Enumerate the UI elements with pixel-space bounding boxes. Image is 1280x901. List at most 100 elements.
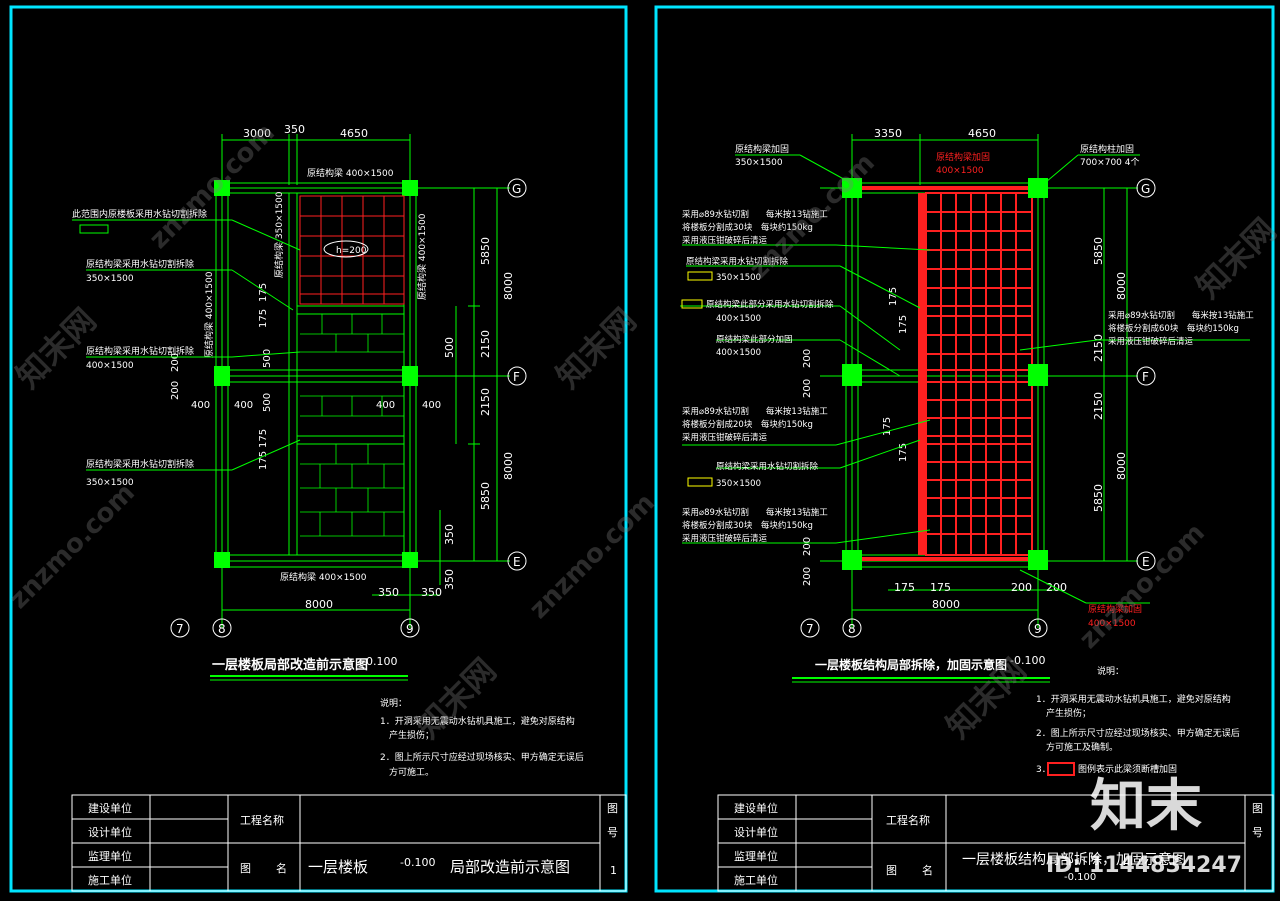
right-ann-l2b: 350×1500 xyxy=(716,273,761,283)
sheet-right: 3350 4650 xyxy=(654,5,1275,893)
left-dim-right-6: 8000 xyxy=(502,452,515,480)
right-dim-left-2: 175 xyxy=(898,315,909,334)
left-beams xyxy=(215,182,417,568)
right-ann-l5-3: 采用液压钳破碎后清运 xyxy=(682,432,768,443)
left-tb-proj: 工程名称 xyxy=(240,813,284,827)
left-tb-title-b: 局部改造前示意图 xyxy=(450,858,570,876)
left-dim-left-3: 200 xyxy=(170,353,181,372)
left-dim-left-7: 500 xyxy=(262,349,273,368)
left-dim-left-8: 500 xyxy=(262,393,273,412)
watermark-text-1: znzmo.com xyxy=(144,118,281,255)
right-demolition-grid xyxy=(925,192,1033,556)
left-dim-right-8: 350 xyxy=(443,524,456,545)
left-dim-right-1: 5850 xyxy=(479,237,492,265)
left-beam-top-label: 原结构梁 400×1500 xyxy=(307,167,394,179)
right-axis-lines xyxy=(820,187,1138,628)
right-ann-l3b: 400×1500 xyxy=(716,314,761,324)
right-title-level: -0.100 xyxy=(1010,654,1045,667)
left-tb-r1: 建设单位 xyxy=(88,801,132,815)
left-tb-title-a: 一层楼板 xyxy=(308,858,368,876)
right-axis-7: 7 xyxy=(806,622,814,636)
left-dim-top-1: 3000 xyxy=(243,127,271,140)
left-notes-heading: 说明： xyxy=(380,697,407,709)
right-axis-F: F xyxy=(1142,370,1149,384)
right-note-line-3: 2．图上所示尺寸应经过现场核实、甲方确定无误后 xyxy=(1036,727,1240,739)
right-ann-r1-3: 采用液压钳破碎后清运 xyxy=(1108,336,1194,347)
right-dim-left-1: 175 xyxy=(888,287,899,306)
right-dim-left-3: 200 xyxy=(802,349,813,368)
right-ann-top-right-a: 原结构柱加固 xyxy=(1080,143,1134,155)
right-ann-l4a: 原结构梁此部分加固 xyxy=(716,334,793,345)
right-note-legend-swatch xyxy=(1047,762,1075,776)
right-dim-right xyxy=(1103,188,1128,561)
watermark-cn-3: 知末网 xyxy=(409,651,504,746)
left-tb-name: 名 xyxy=(276,861,287,875)
right-dim-bottom-2: 175 xyxy=(930,581,951,594)
watermark-cn-5: 知末网 xyxy=(1189,211,1280,306)
right-note-line-4: 方可施工及确制。 xyxy=(1046,741,1118,753)
left-axis-G: G xyxy=(512,182,521,196)
right-tb-r4: 施工单位 xyxy=(734,873,778,887)
right-ann-l3a: 原结构梁此部分采用水钻切割拆除 xyxy=(706,299,834,310)
left-dim-left-5: 400 xyxy=(191,400,210,411)
right-columns xyxy=(842,178,1048,570)
right-tb-num-a: 图 xyxy=(1252,802,1263,815)
right-note-line-1: 1．开洞采用无震动水钻机具施工，避免对原结构 xyxy=(1036,693,1231,705)
left-note-1: 此范围内原楼板采用水钻切割拆除 xyxy=(72,208,207,220)
right-tb-num-b: 号 xyxy=(1252,826,1263,839)
sheet-left: 3000 350 4650 xyxy=(9,5,628,893)
right-ann-l1-1: 采用⌀89水钻切割 每米按13钻施工 xyxy=(682,209,828,220)
left-tb-r4: 施工单位 xyxy=(88,873,132,887)
left-tb-fig: 图 xyxy=(240,862,251,875)
right-dim-bottom xyxy=(852,589,1062,611)
left-note-line-2: 产生损伤； xyxy=(389,729,434,741)
right-ann-top-red-a: 原结构梁加固 xyxy=(936,151,990,163)
right-dim-left-7: 200 xyxy=(802,537,813,556)
left-note-line-3: 2．图上所示尺寸应经过现场核实、甲方确定无误后 xyxy=(380,751,584,763)
right-tb-title-lvl: -0.100 xyxy=(1064,872,1096,883)
left-dim-right-2: 8000 xyxy=(502,272,515,300)
right-ann-top-left-b: 350×1500 xyxy=(735,158,783,168)
right-tb-name: 名 xyxy=(922,863,933,877)
slab-thickness-tag xyxy=(323,240,369,258)
left-note-2b: 350×1500 xyxy=(86,274,134,284)
left-dim-bottom-2: 350 xyxy=(378,586,399,599)
right-ann-bottom-red-b: 400×1500 xyxy=(1088,619,1136,629)
left-dim-bottom-3: 350 xyxy=(421,586,442,599)
left-dim-right-7: 5850 xyxy=(479,482,492,510)
right-reinforced-beams xyxy=(858,186,1032,561)
right-dim-left-5: 175 xyxy=(882,417,893,436)
left-beam-vert-c: 原结构梁 400×1500 xyxy=(203,271,215,358)
left-dim-bottom xyxy=(222,594,440,611)
right-ann-l7-3: 采用液压钳破碎后清运 xyxy=(682,533,768,544)
left-dim-right-9: 350 xyxy=(443,569,456,590)
left-dim-left-6: 400 xyxy=(234,400,253,411)
left-note-4b: 350×1500 xyxy=(86,478,134,488)
right-ann-l4b: 400×1500 xyxy=(716,348,761,358)
left-dim-top-2: 350 xyxy=(284,123,305,136)
left-note-4a: 原结构梁采用水钻切割拆除 xyxy=(86,458,194,470)
left-axis-F: F xyxy=(513,370,520,384)
slab-thickness-text: h=200 xyxy=(336,246,367,256)
right-dim-right-6: 5850 xyxy=(1092,484,1105,512)
right-tb-r3: 监理单位 xyxy=(734,849,778,863)
right-note-line-5: 3． xyxy=(1036,765,1051,775)
right-ann-top-left-a: 原结构梁加固 xyxy=(735,143,789,155)
left-annotation-leaders xyxy=(72,219,301,471)
left-axis-9: 9 xyxy=(406,622,414,636)
right-ann-l7-2: 将楼板分割成30块 每块约150kg xyxy=(682,520,813,531)
right-ann-l1-2: 将楼板分割成30块 每块约150kg xyxy=(682,222,813,233)
left-beam-bottom-label: 原结构梁 400×1500 xyxy=(280,571,367,583)
right-annotation-leaders xyxy=(680,154,1250,604)
right-dim-bottom-1: 175 xyxy=(894,581,915,594)
left-dim-left-2: 175 xyxy=(258,283,269,302)
left-title-block xyxy=(71,794,627,892)
left-dim-left-9: 175 xyxy=(258,429,269,448)
left-note-line-4: 方可施工。 xyxy=(389,766,434,778)
left-dim-right-5: 2150 xyxy=(479,388,492,416)
left-dim-left-4: 200 xyxy=(170,381,181,400)
watermark-text-3: znzmo.com xyxy=(524,488,661,625)
right-ann-l5-2: 将楼板分割成20块 每块约150kg xyxy=(682,419,813,430)
right-axis-bubbles xyxy=(800,178,1156,638)
left-tb-num-a: 图 xyxy=(607,802,618,815)
